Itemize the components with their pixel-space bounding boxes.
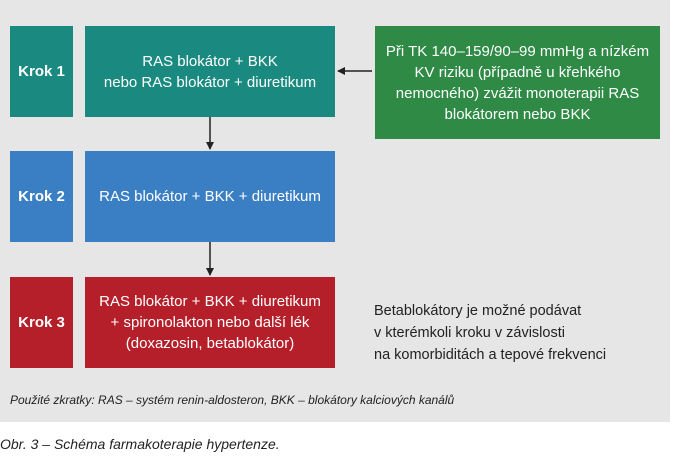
step-2-box: RAS blokátor + BKK + diuretikum	[85, 151, 335, 242]
step-3-box: RAS blokátor + BKK + diuretikum + spiron…	[85, 277, 335, 368]
beta-blocker-note: Betablokátory je možné podávat v kterémk…	[374, 303, 607, 363]
step-2-label: Krok 2	[10, 151, 73, 242]
step-1-box: RAS blokátor + BKK nebo RAS blokátor + d…	[85, 26, 335, 117]
step-1-label: Krok 1	[10, 26, 73, 117]
monotherapy-note-box: Při TK 140–159/90–99 mmHg a nízkém KV ri…	[375, 26, 660, 139]
abbreviations-note: Použité zkratky: RAS – systém renin-aldo…	[10, 393, 455, 407]
figure-caption: Obr. 3 – Schéma farmakoterapie hypertenz…	[0, 436, 280, 452]
step-3-label: Krok 3	[10, 277, 73, 368]
